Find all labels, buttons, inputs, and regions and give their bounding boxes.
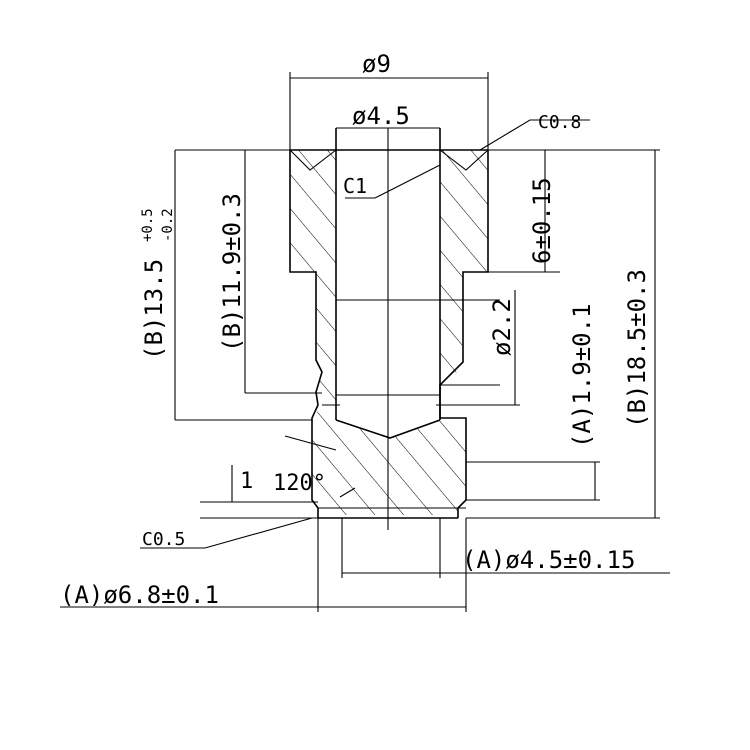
dim-a-1-9: (A)1.9±0.1: [568, 304, 596, 449]
dim-a-diameter-4-5: (A)ø4.5±0.15: [462, 546, 635, 574]
section-hatch-right: [440, 150, 488, 515]
dim-b-18-5: (B)18.5±0.3: [623, 269, 651, 428]
dim-a-diameter-6-8: (A)ø6.8±0.1: [60, 581, 219, 609]
dim-b-11-9: (B)11.9±0.3: [218, 193, 246, 352]
dim-angle-120: 120°: [273, 471, 326, 496]
dim-chamfer-c1: C1: [343, 174, 367, 198]
dim-chamfer-c0-8: C0.8: [538, 112, 581, 133]
dim-length-6: 6±0.15: [528, 177, 556, 264]
dim-b-13-5: (B)13.5: [140, 259, 168, 360]
dim-diameter-2-2: ø2.2: [488, 298, 516, 356]
dim-b-13-5-lower-tol: -0.2: [160, 208, 176, 242]
dim-chamfer-c0-5: C0.5: [142, 529, 185, 550]
part-outline: [289, 128, 500, 530]
dim-length-1: 1: [240, 469, 253, 494]
dim-b-13-5-upper-tol: +0.5: [140, 208, 156, 242]
dim-diameter-4-5: ø4.5: [352, 102, 410, 130]
section-hatch-left: [290, 150, 336, 515]
dim-diameter-9: ø9: [362, 50, 391, 78]
dimension-lines: [60, 72, 670, 612]
